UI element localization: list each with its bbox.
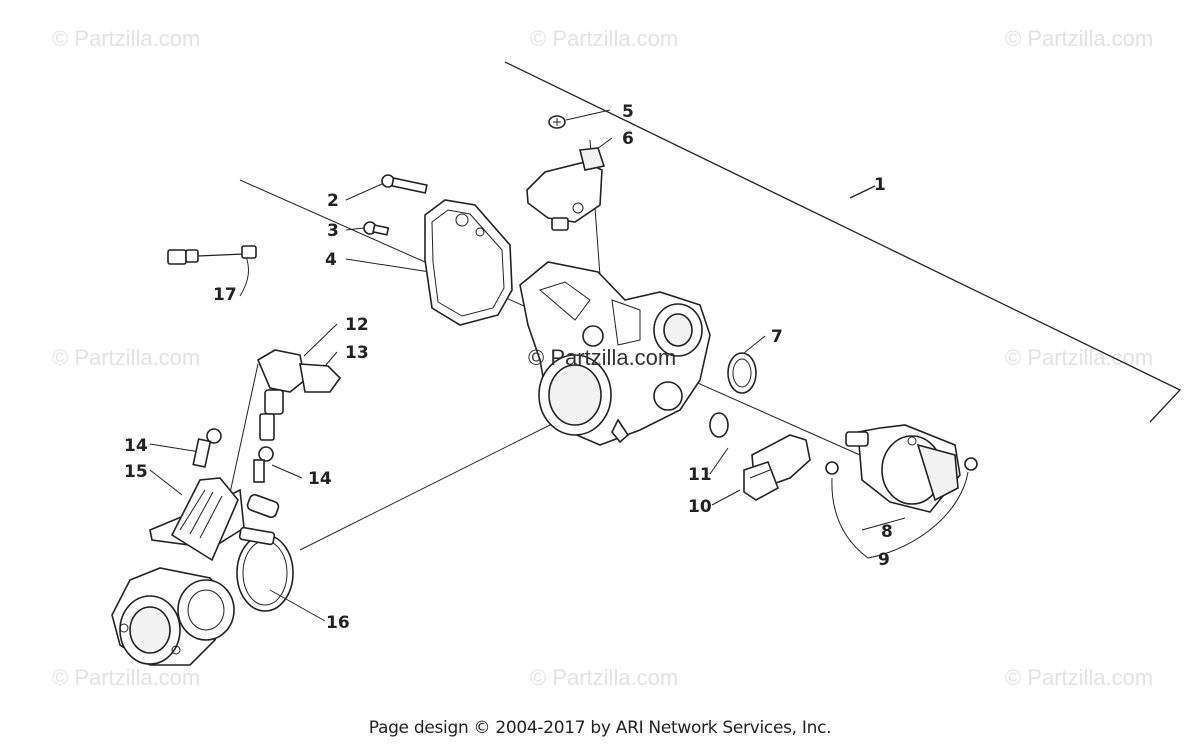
center-watermark: © Partzilla.com — [528, 345, 676, 370]
watermark: © Partzilla.com — [52, 665, 201, 690]
watermark: © Partzilla.com — [1005, 26, 1154, 51]
callout-15: 15 — [124, 462, 148, 482]
callout-14: 14 — [308, 469, 332, 489]
watermark: © Partzilla.com — [52, 26, 201, 51]
watermark: © Partzilla.com — [1005, 665, 1154, 690]
callout-9: 9 — [878, 550, 890, 570]
sensor-12-13 — [256, 349, 342, 441]
throttle-body — [519, 261, 711, 446]
callout-3: 3 — [327, 221, 339, 241]
screw-2 — [381, 174, 428, 194]
callout-13: 13 — [345, 343, 369, 363]
callout-14: 14 — [124, 436, 148, 456]
copyright-footer: Page design © 2004-2017 by ARI Network S… — [368, 718, 832, 738]
callout-11: 11 — [688, 465, 712, 485]
cover-gasket-4 — [424, 199, 513, 326]
callout-16: 16 — [326, 613, 350, 633]
watermark: © Partzilla.com — [530, 26, 679, 51]
o-ring-7 — [727, 352, 757, 394]
clamp-16 — [236, 526, 294, 612]
screw-5 — [548, 115, 566, 129]
throttle-cable — [117, 238, 257, 265]
callout-10: 10 — [688, 497, 712, 517]
screws-9 — [825, 457, 978, 475]
callout-4: 4 — [325, 250, 337, 270]
intake-boot-15 — [111, 477, 245, 666]
callout-1: 1 — [874, 175, 886, 195]
callout-7: 7 — [771, 327, 783, 347]
assembly-bracket — [504, 61, 1182, 423]
hose-fitting — [246, 493, 280, 519]
callout-6: 6 — [622, 129, 634, 149]
watermark: © Partzilla.com — [52, 345, 201, 370]
screw-14b — [253, 446, 274, 483]
callout-12: 12 — [345, 315, 369, 335]
o-ring-11 — [709, 412, 729, 438]
sensor-10 — [743, 434, 811, 501]
watermark: © Partzilla.com — [530, 665, 679, 690]
idle-air-control-8 — [845, 424, 961, 513]
callout-8: 8 — [881, 522, 893, 542]
screw-3 — [363, 221, 390, 236]
callout-5: 5 — [622, 102, 634, 122]
screw-14a — [192, 428, 222, 468]
callout-17: 17 — [213, 285, 237, 305]
callout-labels: 1 2 3 4 5 6 7 8 9 10 11 12 13 14 14 15 1… — [124, 102, 893, 633]
tps-sensor-6 — [526, 147, 606, 231]
watermark: © Partzilla.com — [1005, 345, 1154, 370]
callout-2: 2 — [327, 191, 339, 211]
